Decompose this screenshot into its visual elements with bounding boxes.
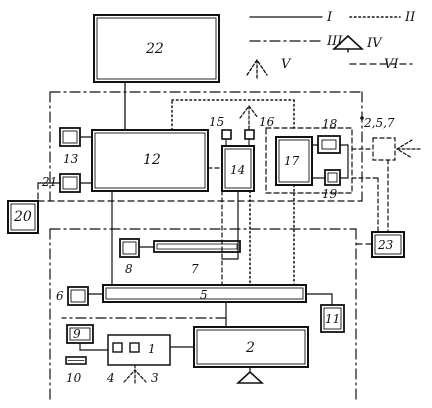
block-7 (153, 240, 241, 253)
label-19: 19 (322, 187, 338, 201)
label-8: 8 (125, 262, 133, 276)
label-4: 4 (106, 371, 115, 385)
label-2: 2 (245, 340, 255, 356)
external-box (372, 137, 396, 161)
label-12: 12 (143, 152, 161, 168)
block-19 (324, 169, 341, 186)
label-13: 13 (63, 152, 79, 166)
block-22 (93, 14, 220, 83)
label-14: 14 (230, 163, 245, 177)
label-7: 7 (191, 262, 199, 276)
legend-label-VI: VI (384, 57, 399, 72)
antenna-16 (239, 105, 259, 131)
block-16 (244, 129, 255, 140)
labels: I II III IV V VI 22 12 13 21 20 14 15 16… (13, 10, 416, 385)
label-20: 20 (13, 209, 32, 225)
label-18: 18 (322, 117, 338, 131)
legend-label-II: II (404, 10, 416, 25)
block-20 (7, 200, 39, 234)
label-external: 2,5,7 (363, 116, 395, 130)
dotted-link-top (171, 99, 295, 131)
block-15 (221, 129, 232, 140)
block-10 (65, 356, 87, 365)
label-1: 1 (148, 342, 156, 356)
label-10: 10 (66, 371, 82, 385)
label-22: 22 (145, 41, 164, 57)
legend-label-V: V (281, 57, 292, 72)
label-21: 21 (41, 175, 57, 189)
upper-frame (49, 91, 363, 202)
junction-dot (360, 116, 364, 120)
label-23: 23 (377, 238, 394, 252)
label-6: 6 (56, 289, 64, 303)
block-1 (107, 334, 171, 366)
label-9: 9 (73, 327, 81, 341)
triangle-symbol-2 (235, 370, 265, 384)
label-5: 5 (200, 288, 208, 302)
block-6 (67, 286, 89, 306)
label-17: 17 (284, 154, 300, 168)
group-17-19-frame (265, 127, 353, 194)
legend-label-III: III (326, 34, 343, 49)
label-15: 15 (209, 115, 224, 129)
legend-antenna-symbol (246, 58, 268, 79)
lower-frame (49, 228, 357, 404)
antenna-3 (123, 364, 147, 386)
label-16: 16 (259, 115, 275, 129)
label-11: 11 (325, 312, 340, 326)
label-3: 3 (151, 371, 159, 385)
legend (246, 16, 413, 79)
antenna-external (395, 139, 422, 159)
block-18 (317, 135, 341, 154)
block-12 (91, 129, 209, 192)
block-8 (119, 238, 140, 258)
legend-label-IV: IV (366, 36, 383, 51)
legend-label-I: I (326, 10, 333, 25)
